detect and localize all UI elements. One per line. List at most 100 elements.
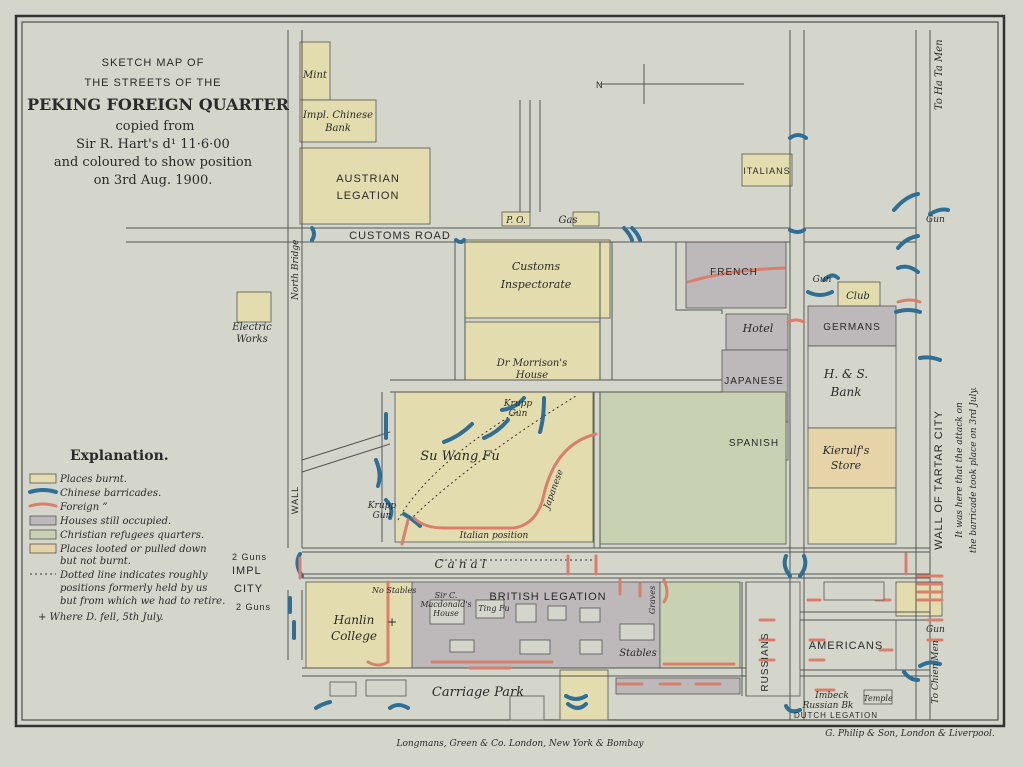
label-electric-2: Works: [236, 334, 268, 345]
label-japanese: JAPANESE: [724, 376, 784, 387]
label-su-wang-fu: Su Wang Fu: [420, 449, 500, 464]
foreign-barricades: [298, 266, 944, 692]
label-hanlin-1: Hanlin: [333, 613, 375, 627]
legend-dotted-1: Dotted line indicates roughly: [59, 570, 208, 581]
dotted-lines: [397, 395, 594, 561]
title-line-6: and coloured to show position: [54, 155, 253, 170]
gas-block: [572, 211, 600, 227]
su-wang-fu-block: [394, 391, 594, 543]
footer-publisher: Longmans, Green & Co. London, New York &…: [395, 739, 644, 749]
legend-item-looted-2: but not burnt.: [60, 556, 131, 567]
label-hs-bank-1: H. & S.: [823, 367, 868, 381]
label-hanlin-2: College: [331, 629, 377, 643]
electric-works-block: [236, 291, 272, 323]
label-po: P. O.: [505, 216, 526, 226]
outer-frame: [14, 14, 1006, 728]
legend-item-foreign: Foreign ”: [59, 502, 107, 513]
legend-cross: + Where D. fell, 5th July.: [38, 612, 164, 623]
cross-where-d-fell: +: [387, 615, 397, 629]
label-krupp-gun-2a: Krupp: [367, 501, 397, 511]
label-chinese-bank-2: Bank: [324, 123, 351, 134]
label-imbeck: Imbeck: [814, 691, 849, 701]
label-impl-city-2: CITY: [234, 583, 263, 595]
label-germans: GERMANS: [823, 322, 881, 333]
title-line-2: THE STREETS OF THE: [85, 77, 222, 89]
temple-block: [863, 689, 893, 705]
label-wall-of-tartar-city: WALL OF TARTAR CITY: [933, 410, 945, 550]
label-french: FRENCH: [710, 267, 758, 278]
title-block: SKETCH MAP OF THE STREETS OF THE PEKING …: [27, 57, 290, 188]
kierulf-store-block: [807, 427, 897, 489]
legend-swatch-occupied: [29, 515, 57, 526]
club-block: [837, 281, 881, 307]
label-attack-2: the barricade took place on 3rd July.: [969, 387, 979, 553]
label-customs-1: Customs: [512, 260, 561, 273]
legend-swatch-burnt: [29, 473, 57, 484]
label-kierulf-2: Store: [831, 459, 862, 472]
label-sir-c-1: Sir C.: [435, 591, 458, 600]
label-italians: ITALIANS: [743, 166, 790, 176]
hs-bank-block: [807, 345, 897, 429]
label-gun-top-right: Gun: [926, 215, 945, 225]
label-morrison-1: Dr Morrison's: [496, 358, 567, 369]
label-carriage-park: Carriage Park: [432, 685, 524, 700]
legend-item-chinese: Chinese barricades.: [60, 488, 161, 499]
place-labels: Mint Impl. Chinese Bank AUSTRIAN LEGATIO…: [231, 39, 979, 720]
label-temple: Temple: [863, 694, 893, 703]
label-krupp-gun-1a: Krupp: [503, 399, 533, 409]
label-russians: RUSSIANS: [760, 632, 771, 691]
label-gun-french: Gun: [813, 275, 832, 285]
label-customs-2: Inspectorate: [500, 278, 572, 291]
legend-dotted-3: but from which we had to retire.: [60, 596, 225, 607]
label-two-guns-b: 2 Guns: [236, 602, 271, 612]
title-line-7: on 3rd Aug. 1900.: [94, 173, 213, 188]
hotel-block: [725, 313, 789, 351]
label-americans: AMERICANS: [809, 640, 883, 652]
title-line-3: PEKING FOREIGN QUARTER: [27, 95, 290, 114]
city-blocks: [236, 41, 943, 721]
lower-german-block: [807, 487, 897, 545]
legend-dotted-2: positions formerly held by us: [60, 583, 207, 594]
graves-area-block: [659, 581, 741, 669]
label-wall: WALL: [290, 486, 300, 514]
label-to-ha-ta-men: To Ha Ta Men: [934, 39, 945, 110]
footer-engraver: G. Philip & Son, London & Liverpool.: [825, 729, 995, 739]
legend: Explanation. Places burnt. Chinese barri…: [28, 448, 225, 623]
title-line-5: Sir R. Hart's d¹ 11·6·00: [76, 137, 230, 152]
label-customs-road: CUSTOMS ROAD: [349, 230, 451, 242]
label-russian-bk: Russian Bk: [802, 701, 854, 711]
legend-item-occupied: Houses still occupied.: [59, 516, 171, 527]
label-spanish: SPANISH: [729, 438, 779, 449]
legend-item-looted: Places looted or pulled down: [59, 544, 207, 555]
label-hs-bank-2: Bank: [830, 385, 862, 399]
label-canal: Canal: [434, 557, 489, 571]
british-buildings: [329, 581, 885, 721]
label-sir-c-3: House: [432, 609, 459, 618]
label-two-guns-a: 2 Guns: [232, 552, 267, 562]
roads: [126, 30, 931, 720]
label-electric-1: Electric: [231, 322, 272, 333]
legend-swatch-christian: [29, 529, 57, 540]
mint-block: [299, 41, 331, 101]
label-gas: Gas: [558, 215, 577, 226]
label-graves: Graves: [648, 586, 657, 614]
label-club: Club: [846, 291, 870, 302]
americans-block: [799, 619, 897, 671]
label-gun-americans: Gun: [926, 625, 945, 635]
label-italian-position: Italian position: [459, 531, 529, 541]
chinese-bank-block: [299, 99, 377, 143]
label-chinese-bank-1: Impl. Chinese: [302, 110, 373, 121]
label-impl-city-1: IMPL: [232, 565, 262, 577]
christian-refugees-block: [599, 391, 787, 545]
label-kierulf-1: Kierulf's: [822, 444, 870, 457]
label-stables: Stables: [619, 648, 656, 659]
label-to-chien-men: To Chien Men: [931, 640, 941, 704]
label-krupp-gun-1b: Gun: [509, 409, 528, 419]
legend-swatch-chinese: [28, 488, 58, 494]
customs-block: [464, 239, 611, 319]
chinese-barricades: [288, 133, 950, 714]
label-mint: Mint: [302, 70, 328, 81]
label-morrison-2: House: [515, 370, 548, 381]
label-austrian-2: LEGATION: [337, 190, 400, 202]
legend-swatch-looted: [29, 543, 57, 554]
